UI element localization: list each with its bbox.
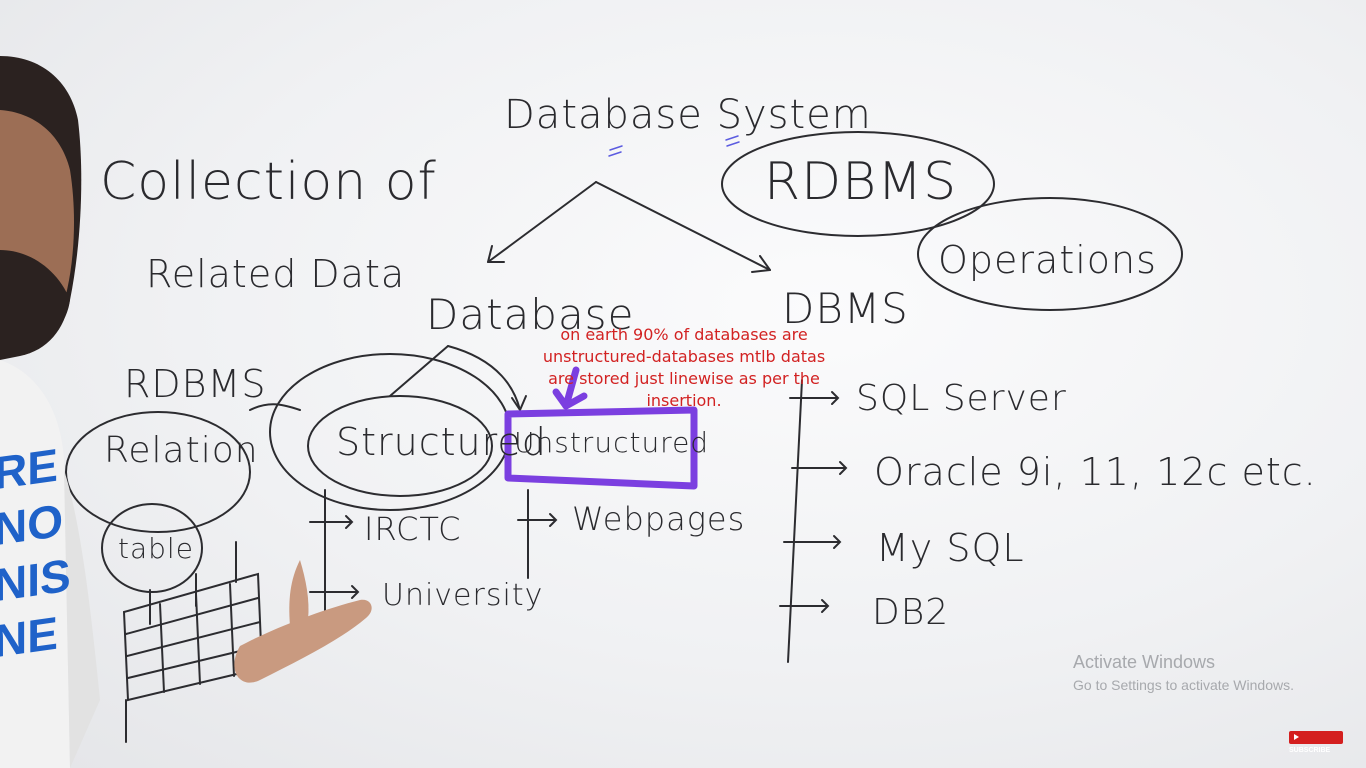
table-ellipse <box>101 503 203 593</box>
dbms-label: DBMS <box>782 284 909 333</box>
dbms-example-db2: DB2 <box>872 592 950 633</box>
title-database-system: Database System <box>504 92 872 138</box>
arrow-to-database <box>487 181 597 263</box>
operations-ellipse <box>917 197 1183 311</box>
table-label: table <box>118 532 194 565</box>
database-label: Database <box>426 290 635 339</box>
subscribe-label: SUBSCRIBE <box>1289 747 1331 754</box>
subscribe-button[interactable]: SUBSCRIBE <box>1289 731 1343 754</box>
unstructured-highlight-box <box>504 366 698 490</box>
left-note-line1: Collection of <box>100 152 437 212</box>
rdbms-ellipse <box>721 131 995 237</box>
relation-label: Relation <box>104 430 259 471</box>
arrow-to-dbms <box>595 181 771 271</box>
structured-label: Structured <box>336 420 547 464</box>
structured-example-university: University <box>382 578 544 613</box>
watermark-title: Activate Windows <box>1073 652 1216 672</box>
dbms-example-mysql: My SQL <box>876 526 1025 570</box>
presenter-shirt-text: RE NO NIS NE <box>0 438 71 668</box>
watermark-subtitle: Go to Settings to activate Windows. <box>1073 677 1294 693</box>
annotation-text: on earth 90% of databases are unstructur… <box>542 325 826 410</box>
structured-ellipse <box>307 395 493 497</box>
structured-example-irctc: IRCTC <box>364 510 462 548</box>
unstructured-example-webpages: Webpages <box>572 500 746 538</box>
left-note-line2: Related Data <box>146 252 406 296</box>
dbms-example-oracle: Oracle 9i, 11, 12c etc. <box>874 450 1317 494</box>
windows-activation-watermark: Activate Windows Go to Settings to activ… <box>1073 652 1294 693</box>
rdbms-label: RDBMS <box>764 152 958 212</box>
unstructured-label: Unstructured <box>514 426 710 459</box>
operations-label: Operations <box>938 238 1157 282</box>
rdbms-left-label: RDBMS <box>124 362 267 406</box>
play-icon <box>1294 734 1299 741</box>
dbms-example-sql-server: SQL Server <box>856 378 1067 419</box>
relation-ellipse <box>65 411 251 533</box>
